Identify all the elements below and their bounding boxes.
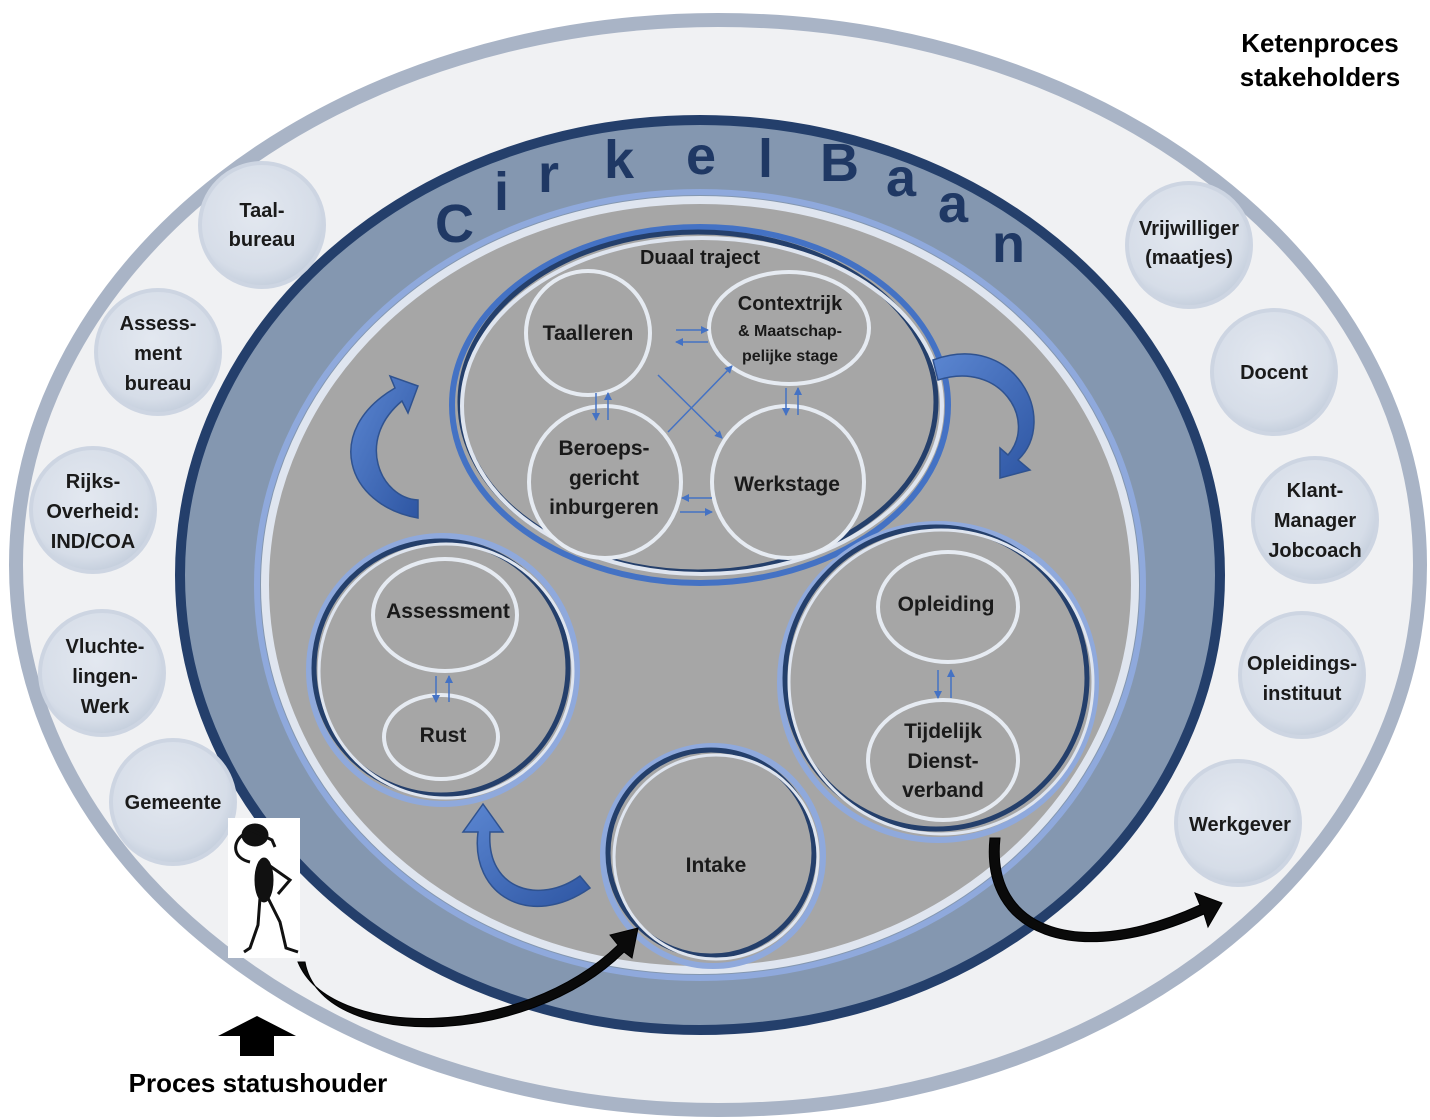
stakeholder-label: Manager <box>1274 510 1356 532</box>
stakeholder-docent: Docent <box>1210 308 1338 436</box>
intake-group: Intake <box>600 743 826 969</box>
stakeholder-label: bureau <box>229 229 296 251</box>
stakeholder-vluchtelingenwerk: Vluchte- lingen- Werk <box>38 609 166 737</box>
stakeholder-label: Taal- <box>239 200 284 222</box>
dual-track-group: Duaal traject Taalleren Contextrijk & Ma… <box>449 224 951 586</box>
node-tijdelijk-label: Dienst- <box>907 750 978 773</box>
node-tijdelijk-label: Tijdelijk <box>904 720 982 743</box>
flow-arrows <box>350 353 1035 907</box>
ring-title-letter: C <box>435 194 474 254</box>
person-figure <box>228 818 300 958</box>
node-assessment <box>371 557 519 673</box>
node-contextrijk-label: Contextrijk <box>738 293 843 315</box>
stakeholder-taalbureau: Taal- bureau <box>198 161 326 289</box>
stakeholder-label: Jobcoach <box>1268 540 1361 562</box>
ring-title-letter: e <box>686 126 716 186</box>
stakeholders-title-line2: stakeholders <box>1240 62 1400 92</box>
node-intake-label: Intake <box>686 854 747 877</box>
node-rust <box>382 693 500 781</box>
stakeholder-rijksoverheid: Rijks- Overheid: IND/COA <box>29 446 157 574</box>
stakeholder-klantmanager: Klant- Manager Jobcoach <box>1251 456 1379 584</box>
education-connectors <box>934 669 955 699</box>
ring-title-letter: i <box>494 162 509 222</box>
assessment-connectors <box>432 675 453 703</box>
node-opleiding <box>876 550 1020 664</box>
node-beroepsgericht-label: inburgeren <box>549 496 659 519</box>
dual-track-connectors <box>592 326 802 516</box>
stakeholder-gemeente: Gemeente <box>109 738 237 866</box>
node-tijdelijk <box>866 698 1020 822</box>
exit-arrow-icon <box>988 837 1223 943</box>
stakeholder-label: IND/COA <box>51 531 135 553</box>
node-opleiding-label: Opleiding <box>898 593 995 616</box>
stakeholder-label: (maatjes) <box>1145 247 1233 269</box>
dual-track-title: Duaal traject <box>640 247 760 269</box>
inner-rim <box>254 189 1146 981</box>
node-werkstage-label: Werkstage <box>734 473 840 496</box>
thinking-person-icon <box>234 823 299 954</box>
stakeholder-label: Gemeente <box>125 792 222 814</box>
stakeholder-label: ment <box>134 343 182 365</box>
curved-arrow-icon <box>350 374 419 519</box>
stakeholder-label: Opleidings- <box>1247 653 1357 675</box>
node-taalleren <box>524 269 652 397</box>
curved-arrow-icon <box>932 353 1035 479</box>
stakeholder-label: Vrijwilliger <box>1139 218 1239 240</box>
stakeholder-label: lingen- <box>72 666 138 688</box>
ring-title-letter: a <box>886 148 917 208</box>
entry-exit-arrows <box>297 837 1223 1028</box>
ring-title: C i r k e l B a a n <box>435 126 1025 274</box>
node-tijdelijk-label: verband <box>902 779 984 802</box>
ring-title-letter: B <box>820 133 859 193</box>
stakeholder-label: bureau <box>125 373 192 395</box>
ring-title-letter: n <box>992 214 1025 274</box>
ring-title-letter: r <box>538 144 559 204</box>
stakeholder-label: Vluchte- <box>66 636 145 658</box>
stakeholder-label: Werk <box>81 696 130 718</box>
ring-title-letter: a <box>938 174 969 234</box>
assessment-group: Assessment Rust <box>306 533 580 807</box>
up-arrow-icon <box>218 1016 296 1056</box>
proces-statushouder-label: Proces statushouder <box>129 1068 388 1098</box>
stakeholders-title: Ketenproces <box>1241 28 1399 58</box>
stakeholder-opleidingsinstituut: Opleidings- instituut <box>1238 611 1366 739</box>
node-beroepsgericht-label: gericht <box>569 467 639 490</box>
stakeholder-label: Assess- <box>120 313 197 335</box>
node-beroepsgericht-label: Beroeps- <box>558 437 649 460</box>
ring-title-letter: k <box>604 130 635 190</box>
node-rust-label: Rust <box>420 724 467 747</box>
node-beroepsgericht <box>527 404 683 560</box>
stakeholder-label: Overheid: <box>46 501 139 523</box>
node-contextrijk <box>707 270 871 386</box>
stakeholder-label: Docent <box>1240 362 1308 384</box>
node-werkstage <box>710 404 866 560</box>
node-contextrijk-label: pelijke stage <box>742 348 838 365</box>
stakeholder-label: instituut <box>1263 683 1342 705</box>
education-group: Opleiding Tijdelijk Dienst- verband <box>777 521 1099 843</box>
stakeholder-label: Klant- <box>1287 480 1344 502</box>
stakeholder-label: Werkgever <box>1189 814 1291 836</box>
entry-arrow-icon <box>297 927 639 1028</box>
node-assessment-label: Assessment <box>386 600 510 623</box>
ring-title-letter: l <box>758 129 773 189</box>
stakeholder-werkgever: Werkgever <box>1174 759 1302 887</box>
stakeholder-vrijwilliger: Vrijwilliger (maatjes) <box>1125 181 1253 309</box>
curved-arrow-icon <box>461 802 592 907</box>
stakeholder-assessment-bureau: Assess- ment bureau <box>94 288 222 416</box>
node-taalleren-label: Taalleren <box>543 322 634 345</box>
node-contextrijk-label: & Maatschap- <box>738 323 842 340</box>
stakeholder-label: Rijks- <box>66 471 120 493</box>
